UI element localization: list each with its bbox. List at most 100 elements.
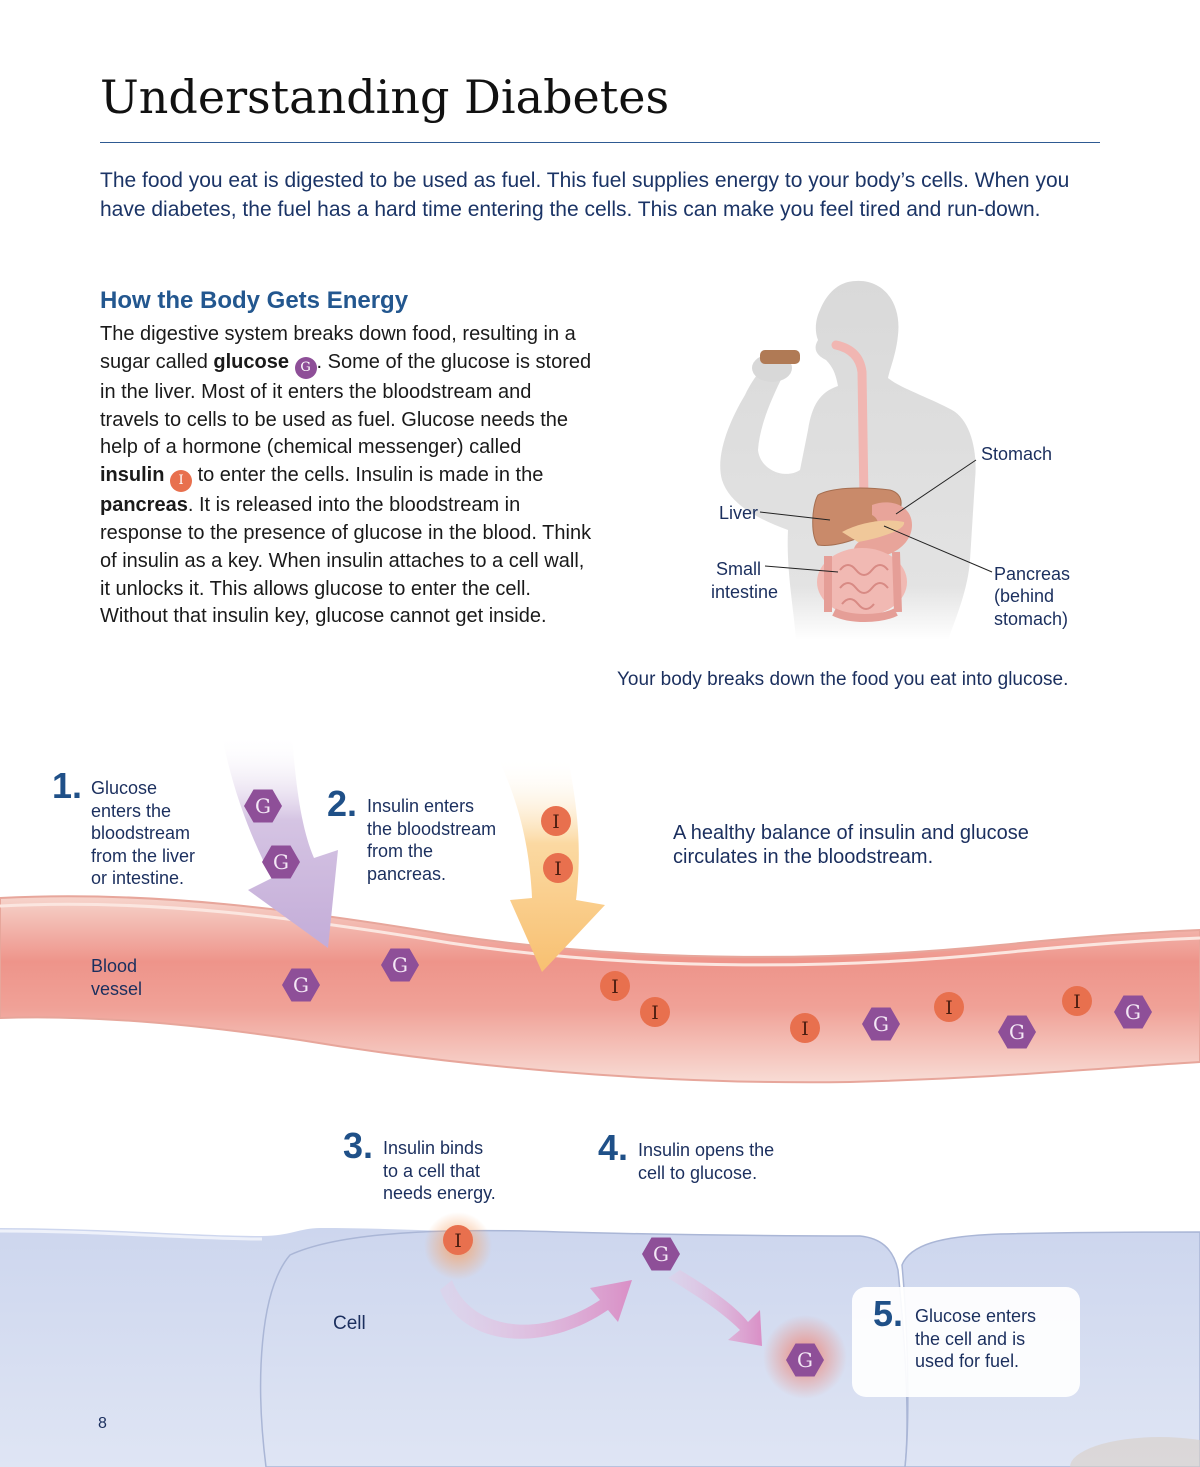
insulin-molecule-icon (600, 971, 630, 1001)
step3-line: Insulin binds (383, 1138, 484, 1158)
balance-line: A healthy balance of insulin and glucose (673, 822, 1029, 844)
section-heading: How the Body Gets Energy (100, 287, 409, 314)
step4-line: Insulin opens the (638, 1140, 775, 1160)
step1-line: enters the (91, 800, 172, 821)
step2-line: from the (367, 841, 434, 861)
glucose-molecule-label: G (653, 1242, 669, 1266)
step4-line: cell to glucose. (638, 1162, 758, 1183)
stomach-shape (853, 502, 912, 559)
body-paragraph: The digestive system breaks down food, r… (100, 321, 595, 631)
glucose-term: glucose (213, 350, 289, 373)
intro-paragraph: The food you eat is digested to be used … (100, 169, 1070, 221)
step2-number: 2. (327, 783, 358, 824)
body-text-2: . Some of the glucose is stored in the l… (100, 350, 592, 459)
step2-line: Insulin enters (367, 796, 475, 816)
title-divider (100, 142, 1100, 143)
glucose-entry-arrow (222, 735, 338, 948)
insulin-molecule-icon (541, 806, 571, 836)
body-text-1: The digestive system breaks down food, r… (100, 323, 576, 373)
insulin-molecule-icon (790, 1013, 820, 1043)
label-pancreas-line3: stomach) (994, 609, 1069, 629)
label-pancreas-line1: Pancreas (994, 564, 1071, 584)
page-number: 8 (98, 1415, 107, 1432)
glucose-molecule-icon (786, 1343, 824, 1377)
step1-line: Glucose (91, 778, 158, 798)
body-text-3: to enter the cells. Insulin is made in t… (192, 464, 544, 487)
pancreas-term: pancreas (100, 494, 188, 517)
glucose-molecule-icon (1114, 995, 1152, 1029)
step5-line: used for fuel. (915, 1351, 1020, 1371)
food-icon (760, 350, 800, 364)
step4: 4. (598, 1130, 628, 1166)
glucose-molecule-label: G (797, 1348, 813, 1372)
step5-text: Glucose enters the cell and is used for … (915, 1305, 1036, 1373)
small-intestine-shape (817, 548, 907, 616)
label-liver: Liver (719, 503, 759, 523)
cell-entry-arrow-2 (668, 1270, 762, 1346)
glucose-molecule-icon (381, 948, 419, 982)
insulin-molecule-label: I (552, 811, 560, 833)
insulin-molecule-label: I (801, 1018, 809, 1040)
insulin-molecule-label: I (945, 997, 953, 1019)
glucose-molecule-icon (998, 1015, 1036, 1049)
body-text-4: . It is released into the bloodstream in… (100, 494, 592, 628)
glucose-molecule-icon (244, 789, 282, 823)
insulin-term: insulin (100, 464, 165, 487)
insulin-molecule-label: I (1073, 991, 1081, 1013)
step2-line: pancreas. (367, 863, 447, 884)
glucose-molecule-icon (262, 845, 300, 879)
blood-vessel-shape (0, 895, 1200, 1084)
glucose-molecule-label: G (1009, 1020, 1025, 1044)
cell-label: Cell (333, 1313, 366, 1334)
glucose-molecule-icon (642, 1237, 680, 1271)
glucose-molecule-label: G (392, 953, 408, 977)
pancreas-shape (842, 520, 905, 542)
insulin-molecule-icon (1062, 986, 1092, 1016)
glucose-molecule-label: G (1125, 1000, 1141, 1024)
step1-line: or intestine. (91, 868, 185, 888)
liver-shape (812, 487, 902, 546)
insulin-molecule-label: I (611, 976, 619, 998)
insulin-molecule-icon (934, 992, 964, 1022)
glucose-molecule-label: G (255, 794, 271, 818)
step5-line: the cell and is (915, 1328, 1026, 1349)
esophagus (831, 340, 869, 505)
anatomy-caption: Your body breaks down the food you eat i… (617, 669, 1069, 690)
insulin-molecule-label: I (651, 1002, 659, 1024)
step4-number: 4. (598, 1127, 629, 1168)
step1-text: Glucose enters the bloodstream from the … (91, 777, 195, 890)
step2: 2. (327, 786, 357, 822)
step1-number: 1. (52, 765, 83, 806)
step1-line: from the liver (91, 845, 196, 866)
cell-entry-arrow-1 (440, 1280, 632, 1339)
step4-text: Insulin opens the cell to glucose. (638, 1139, 774, 1184)
step3-line: needs energy. (383, 1183, 496, 1203)
insulin-molecule-icon (543, 853, 573, 883)
insulin-molecule-icon (443, 1225, 473, 1255)
insulin-molecule-icon (640, 997, 670, 1027)
cell-middle-shape (259, 1229, 908, 1467)
page-title: Understanding Diabetes (100, 70, 670, 124)
insulin-entry-arrow (498, 758, 605, 972)
blood-vessel-line: vessel (91, 978, 143, 999)
glucose-molecule-label: G (273, 850, 289, 874)
step3-number: 3. (343, 1125, 374, 1166)
glucose-molecule-icon (282, 968, 320, 1002)
glucose-molecule-label: G (873, 1012, 889, 1036)
blood-vessel-label: Blood vessel (91, 955, 142, 1000)
insulin-badge-icon: I (170, 470, 193, 493)
glucose-badge-icon: G (294, 356, 317, 379)
label-stomach: Stomach (981, 444, 1053, 464)
glucose-molecule-icon (862, 1007, 900, 1041)
step3: 3. (343, 1128, 373, 1164)
step1: 1. (52, 768, 82, 804)
insulin-molecule-label: I (454, 1230, 462, 1252)
step5: 5. (873, 1296, 903, 1332)
label-pancreas-line2: (behind (994, 586, 1055, 606)
label-small-intestine-line1: Small (716, 559, 762, 579)
step5-number: 5. (873, 1293, 904, 1334)
step2-text: Insulin enters the bloodstream from the … (367, 795, 496, 885)
step2-line: the bloodstream (367, 818, 497, 839)
balance-line: circulates in the bloodstream. (673, 846, 934, 868)
blood-vessel-line: Blood (91, 956, 138, 976)
